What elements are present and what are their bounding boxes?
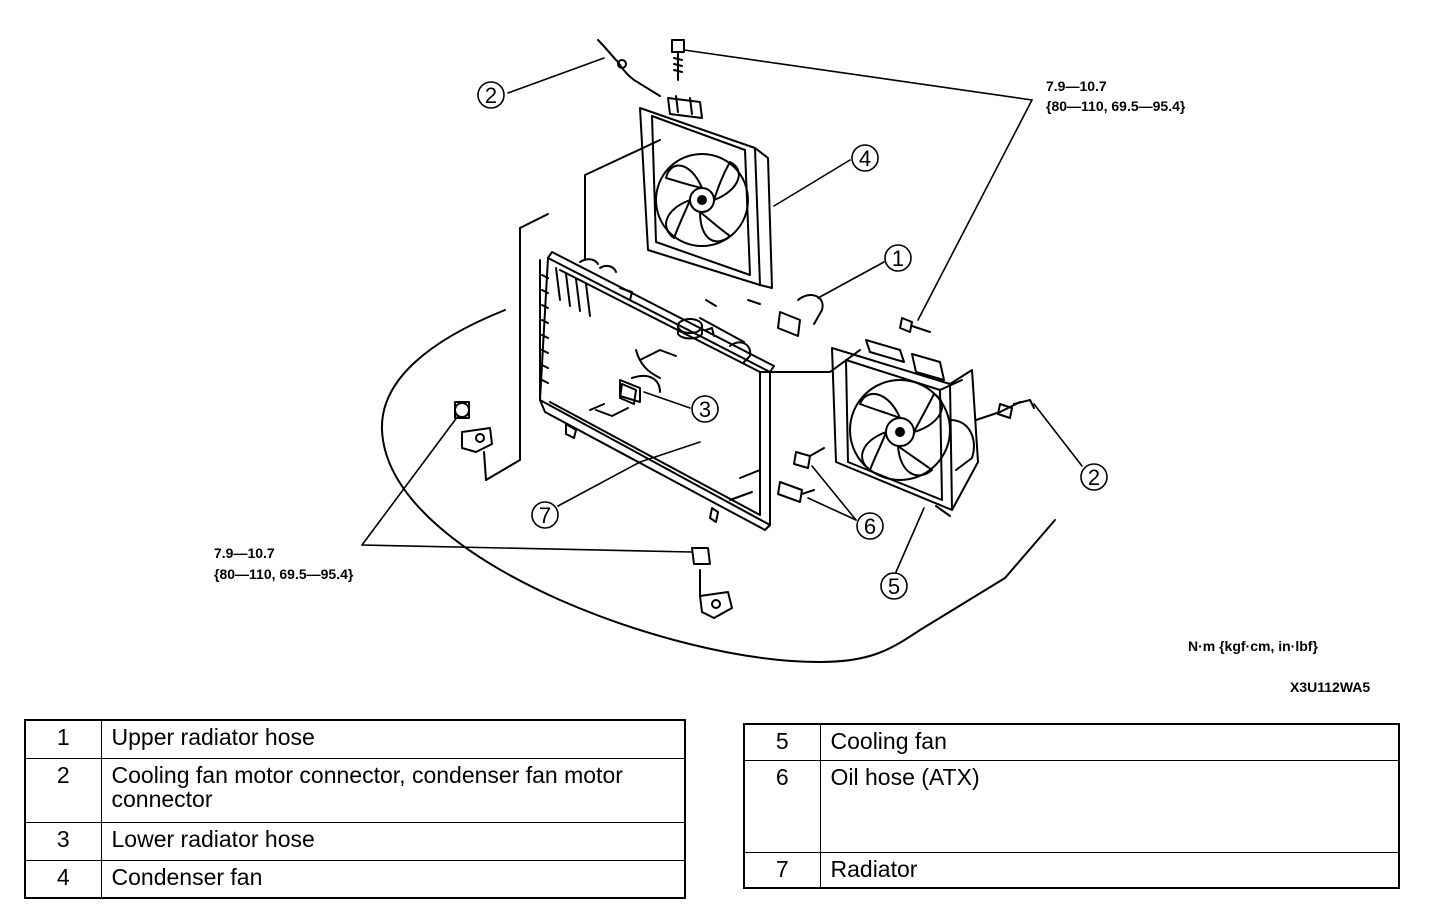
- legend-name: Lower radiator hose: [100, 821, 686, 861]
- cooling-fan-drawing: [831, 317, 1035, 517]
- bottom-mount-drawing: [691, 547, 733, 619]
- callout-4-circle: [851, 144, 879, 172]
- lower-hose-drawing: [589, 383, 637, 411]
- legend-num: 7: [743, 851, 821, 889]
- callout-3-label: 3: [699, 397, 711, 422]
- legend-name: Oil hose (ATX): [819, 759, 1400, 853]
- legend-table-left: 1 Upper radiator hose 2 Cooling fan moto…: [24, 719, 686, 899]
- callout-4-label: 4: [859, 146, 871, 171]
- table-row: 2 Cooling fan motor connector, condenser…: [24, 757, 686, 823]
- torque-bottom-line1: 7.9—10.7: [214, 545, 275, 561]
- callout-2-top-label: 2: [485, 83, 497, 108]
- table-row: 4 Condenser fan: [24, 859, 686, 899]
- callout-1-label: 1: [892, 246, 904, 271]
- condenser-fan-drawing: [597, 39, 773, 289]
- legend-name: Radiator: [819, 851, 1400, 889]
- callout-2-top-circle: [477, 81, 505, 109]
- oil-hose-drawing: [729, 447, 825, 503]
- vehicle-outline: [380, 309, 1056, 663]
- legend-name: Cooling fan: [819, 723, 1400, 761]
- table-row: 5 Cooling fan: [743, 723, 1400, 761]
- callout-5-circle: [880, 572, 908, 600]
- table-row: 3 Lower radiator hose: [24, 821, 686, 861]
- upper-hose-drawing: [699, 294, 824, 343]
- callout-1-circle: [884, 244, 912, 272]
- exploded-view-diagram: 1 2 2 3 4 5 6 7 7.9—10.7 {80—110, 69.5—9…: [214, 39, 1370, 695]
- units-note: N·m {kgf·cm, in·lbf}: [1188, 638, 1318, 654]
- callout-markers: [477, 81, 1108, 600]
- legend-table-right: 5 Cooling fan 6 Oil hose (ATX) 7 Radiato…: [743, 723, 1400, 889]
- torque-top-line1: 7.9—10.7: [1046, 78, 1107, 94]
- legend-name: Condenser fan: [100, 859, 686, 899]
- left-mount-drawing: [454, 213, 549, 481]
- legend-num: 2: [24, 757, 102, 823]
- callout-2-right-circle: [1080, 463, 1108, 491]
- callout-7-label: 7: [539, 503, 551, 528]
- torque-top-line2: {80—110, 69.5—95.4}: [1046, 98, 1186, 114]
- legend-num: 5: [743, 723, 821, 761]
- legend-num: 1: [24, 719, 102, 759]
- leader-lines: [361, 49, 1083, 573]
- legend-name: Cooling fan motor connector, condenser f…: [100, 757, 686, 823]
- callout-2-right-label: 2: [1088, 465, 1100, 490]
- legend-num: 6: [743, 759, 821, 853]
- table-row: 1 Upper radiator hose: [24, 719, 686, 759]
- figure-code: X3U112WA5: [1290, 679, 1370, 695]
- legend-name: Upper radiator hose: [100, 719, 686, 759]
- table-row: 7 Radiator: [743, 851, 1400, 889]
- legend-num: 4: [24, 859, 102, 899]
- legend-num: 3: [24, 821, 102, 861]
- table-row: 6 Oil hose (ATX): [743, 759, 1400, 853]
- torque-bottom-line2: {80—110, 69.5—95.4}: [214, 566, 354, 582]
- callout-6-label: 6: [864, 514, 876, 539]
- callout-5-label: 5: [888, 574, 900, 599]
- callout-7-circle: [531, 501, 559, 529]
- callout-6-circle: [856, 512, 884, 540]
- radiator-drawing: [539, 139, 861, 531]
- callout-3-circle: [691, 395, 719, 423]
